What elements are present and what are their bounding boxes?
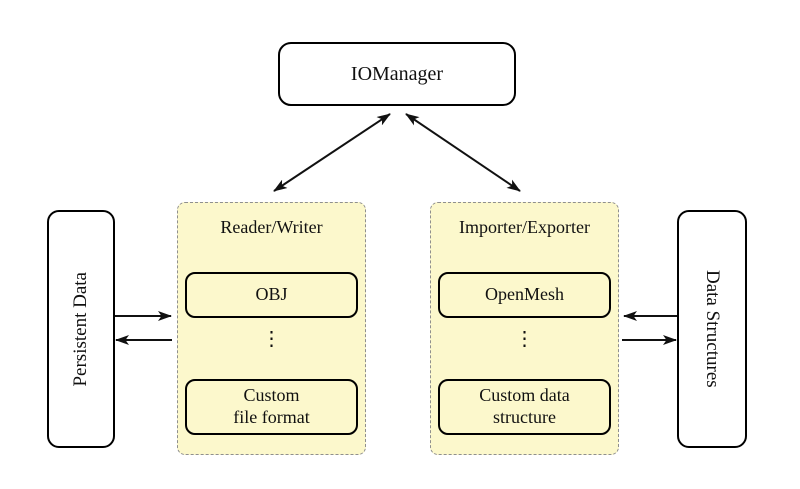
data-structures-label: Data Structures [702, 270, 723, 388]
importer-exporter-title: Importer/Exporter [459, 217, 590, 237]
node-openmesh: OpenMesh [438, 272, 611, 318]
node-custom-data-structure: Custom data structure [438, 379, 611, 435]
persistent-data-label: Persistent Data [70, 271, 91, 387]
node-obj: OBJ [185, 272, 358, 318]
custom-data-structure-label: Custom data structure [479, 385, 570, 427]
panel-importer-exporter: Importer/Exporter OpenMesh ⋮ Custom data… [430, 202, 619, 455]
importer-exporter-ellipsis: ⋮ [514, 328, 535, 350]
obj-label: OBJ [255, 284, 288, 305]
node-custom-file-format: Custom file format [185, 379, 358, 435]
arrow-iomanager-readerwriter [273, 113, 391, 192]
openmesh-label: OpenMesh [485, 284, 564, 305]
node-persistent-data: Persistent Data [47, 210, 115, 448]
custom-file-format-label: Custom file format [233, 385, 310, 427]
reader-writer-title: Reader/Writer [220, 217, 323, 237]
node-data-structures: Data Structures [677, 210, 747, 448]
panel-reader-writer: Reader/Writer OBJ ⋮ Custom file format [177, 202, 366, 455]
arrow-iomanager-importerexporter [405, 113, 521, 192]
node-iomanager: IOManager [278, 42, 516, 106]
reader-writer-ellipsis: ⋮ [261, 328, 282, 350]
iomanager-label: IOManager [350, 62, 444, 85]
